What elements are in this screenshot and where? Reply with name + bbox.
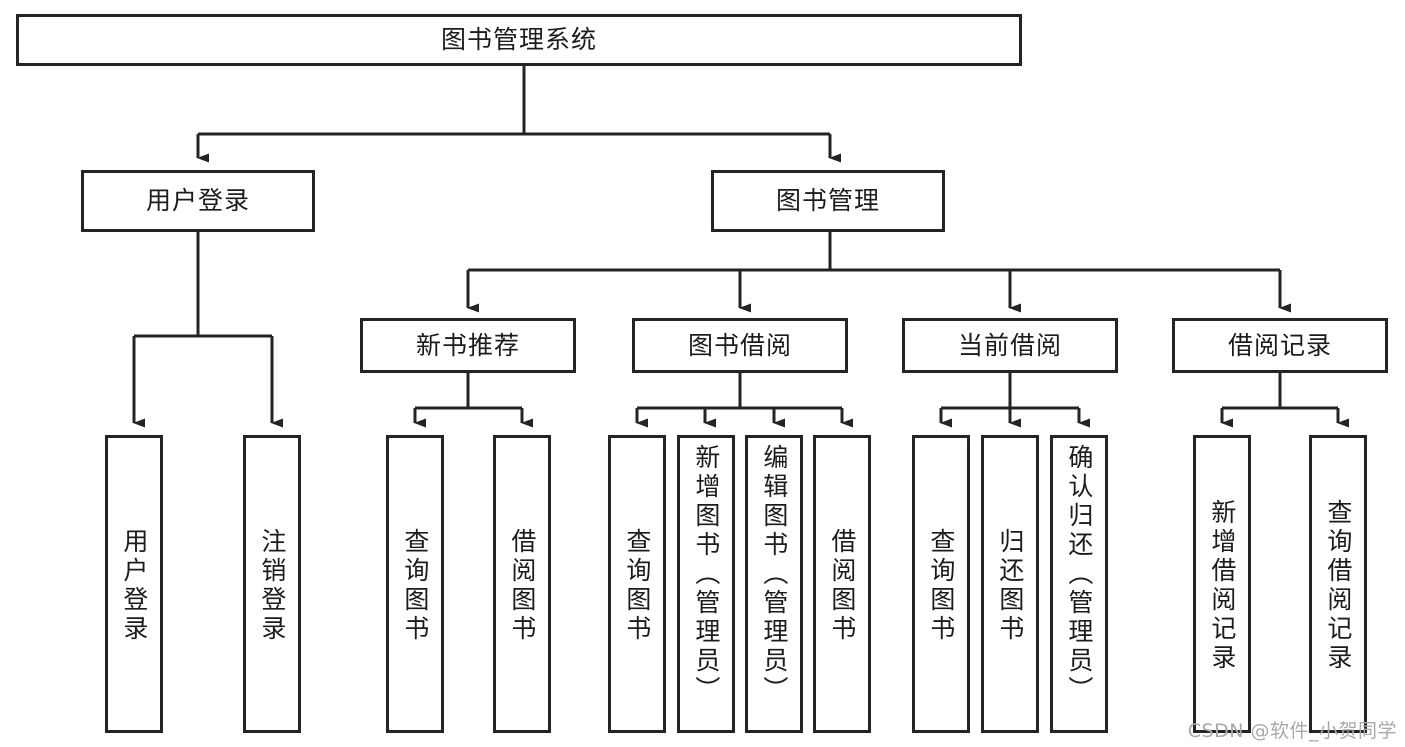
leaf-label: 新增借阅记录 [1207, 499, 1237, 673]
csdn-watermark: CSDN @软件_小贺同学 [1187, 720, 1397, 742]
leaf-label: 编辑图书（管理员） [759, 444, 789, 705]
leaf-confirm-return-admin[interactable]: 确认归还（管理员） [1050, 435, 1108, 733]
node-borrow-record[interactable]: 借阅记录 [1172, 318, 1388, 373]
node-label: 图书管理 [775, 186, 880, 216]
node-user-login[interactable]: 用户登录 [81, 170, 315, 232]
leaf-borrow-book-borrow[interactable]: 借阅图书 [813, 435, 871, 733]
node-book-management[interactable]: 图书管理 [711, 170, 945, 232]
node-root-book-management-system[interactable]: 图书管理系统 [16, 14, 1022, 66]
leaf-query-book-new-recommend[interactable]: 查询图书 [386, 435, 444, 733]
leaf-label: 查询图书 [926, 528, 956, 644]
node-new-book-recommend[interactable]: 新书推荐 [360, 318, 576, 373]
leaf-label: 用户登录 [119, 528, 149, 644]
node-label: 新书推荐 [415, 330, 520, 360]
leaf-query-book-current[interactable]: 查询图书 [912, 435, 970, 733]
leaf-logout-login[interactable]: 注销登录 [243, 435, 301, 733]
leaf-user-login[interactable]: 用户登录 [105, 435, 163, 733]
leaf-label: 确认归还（管理员） [1064, 444, 1094, 705]
node-label: 图书借阅 [687, 330, 792, 360]
leaf-edit-book-admin[interactable]: 编辑图书（管理员） [745, 435, 803, 733]
leaf-add-borrow-record[interactable]: 新增借阅记录 [1193, 435, 1251, 733]
leaf-label: 新增图书（管理员） [691, 444, 721, 705]
node-label: 当前借阅 [957, 330, 1062, 360]
leaf-label: 归还图书 [995, 528, 1025, 644]
node-label: 用户登录 [145, 186, 250, 216]
leaf-add-book-admin[interactable]: 新增图书（管理员） [677, 435, 735, 733]
node-label: 借阅记录 [1227, 330, 1332, 360]
node-label: 图书管理系统 [440, 25, 597, 55]
leaf-borrow-book-new-recommend[interactable]: 借阅图书 [493, 435, 551, 733]
leaf-label: 借阅图书 [507, 528, 537, 644]
leaf-label: 注销登录 [257, 528, 287, 644]
leaf-label: 查询借阅记录 [1323, 499, 1353, 673]
leaf-return-book[interactable]: 归还图书 [981, 435, 1039, 733]
leaf-query-book-borrow[interactable]: 查询图书 [608, 435, 666, 733]
leaf-label: 借阅图书 [827, 528, 857, 644]
leaf-label: 查询图书 [622, 528, 652, 644]
leaf-query-borrow-record[interactable]: 查询借阅记录 [1309, 435, 1367, 733]
node-current-borrow[interactable]: 当前借阅 [902, 318, 1118, 373]
node-book-borrow[interactable]: 图书借阅 [632, 318, 848, 373]
leaf-label: 查询图书 [400, 528, 430, 644]
